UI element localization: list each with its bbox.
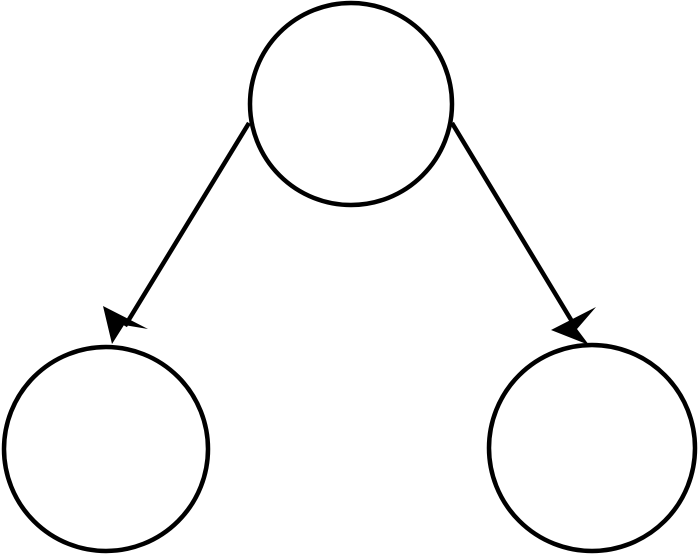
node-left-child-circle — [1, 344, 211, 554]
edge-root-to-right-child[interactable] — [450, 121, 596, 345]
node-right-child[interactable] — [486, 342, 698, 554]
edge-root-to-left-child[interactable] — [103, 121, 251, 344]
node-root-circle — [247, 0, 455, 208]
edge-line-root-to-left-child — [123, 121, 251, 328]
arrowhead-icon-left — [103, 306, 148, 344]
node-left-child[interactable] — [1, 344, 211, 554]
node-root[interactable] — [247, 0, 455, 208]
arrowhead-icon-right — [551, 307, 596, 345]
node-right-child-circle — [486, 342, 698, 554]
edge-line-root-to-right-child — [450, 121, 578, 330]
